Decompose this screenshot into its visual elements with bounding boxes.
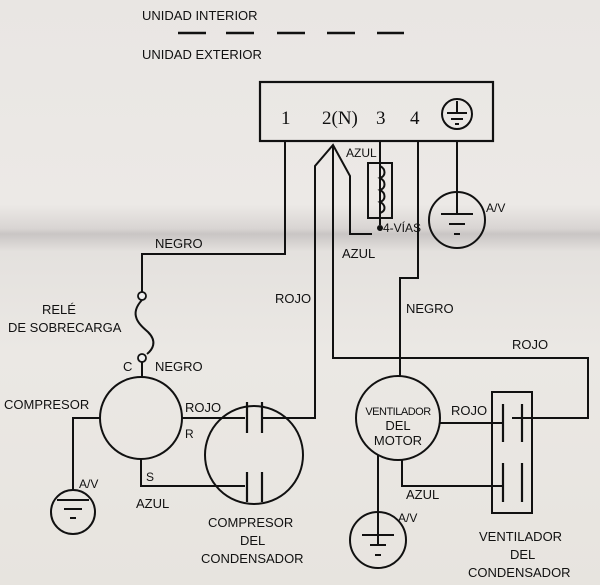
label-rojo-left: ROJO <box>275 291 311 306</box>
ground-label-fan: A/V <box>398 511 417 525</box>
ground-icon <box>50 489 96 535</box>
wire-rojo-t2 <box>262 143 372 419</box>
label-rojo-fan: ROJO <box>451 403 487 418</box>
overload-relay <box>134 291 155 363</box>
fan-motor-label-line3: MOTOR <box>374 433 422 448</box>
compressor-label: COMPRESOR <box>4 397 89 412</box>
wire-rojo-fan-loop <box>332 145 589 419</box>
legend-indoor-unit: UNIDAD INTERIOR <box>142 8 258 23</box>
label-negro-top: NEGRO <box>155 236 203 251</box>
fan-motor-label-line2: DEL <box>385 418 410 433</box>
fan-cap-label-line2: DEL <box>510 547 535 562</box>
comp-cap-label-line1: COMPRESOR <box>208 515 293 530</box>
legend-outdoor-unit: UNIDAD EXTERIOR <box>142 47 262 62</box>
ground-label-terminal: A/V <box>486 201 505 215</box>
ground-label-compressor: A/V <box>79 477 98 491</box>
terminal-4: 4 <box>410 108 420 129</box>
fan-cap-label-line3: CONDENSADOR <box>468 565 571 580</box>
fan-cap-label-line1: VENTILADOR <box>479 529 562 544</box>
comp-cap-label-line3: CONDENSADOR <box>201 551 304 566</box>
pin-c-label: C <box>123 359 132 374</box>
compressor-motor <box>99 376 183 460</box>
valve-label: 4-VÍAS <box>383 220 421 235</box>
terminal-2n: 2(N) <box>322 108 358 129</box>
wire-negro-t4 <box>399 141 419 377</box>
label-azul-fan: AZUL <box>406 487 439 502</box>
label-rojo-comp: ROJO <box>185 400 221 415</box>
terminal-3: 3 <box>376 108 386 129</box>
label-negro-c: NEGRO <box>155 359 203 374</box>
wire-azul-s <box>140 459 245 487</box>
relay-label-line2: DE SOBRECARGA <box>8 320 122 335</box>
pin-r-label: R <box>185 427 194 441</box>
ground-icon <box>441 98 473 130</box>
fan-motor-label-line1: VENTILADOR <box>365 406 431 418</box>
relay-label-line1: RELÉ <box>42 302 76 317</box>
label-azul-valve-bottom: AZUL <box>342 246 375 261</box>
four-way-valve-coil <box>367 162 393 219</box>
ground-icon <box>428 191 486 249</box>
compressor-capacitor <box>204 402 304 505</box>
terminal-1: 1 <box>281 108 291 129</box>
wire-azul-fan <box>401 460 503 487</box>
wire-negro-t1 <box>141 141 286 292</box>
terminal-block: 1 2(N) 3 4 <box>258 80 495 143</box>
ground-icon <box>349 511 407 569</box>
fan-capacitor <box>491 391 533 514</box>
pin-s-label: S <box>146 470 154 484</box>
fan-motor <box>355 375 441 461</box>
comp-cap-label-line2: DEL <box>240 533 265 548</box>
label-azul-comp: AZUL <box>136 496 169 511</box>
label-azul-valve-top: AZUL <box>346 146 377 160</box>
label-negro-fan: NEGRO <box>406 301 454 316</box>
valve-junction <box>377 225 383 231</box>
label-rojo-right: ROJO <box>512 337 548 352</box>
wire-compressor-ground <box>72 417 100 491</box>
